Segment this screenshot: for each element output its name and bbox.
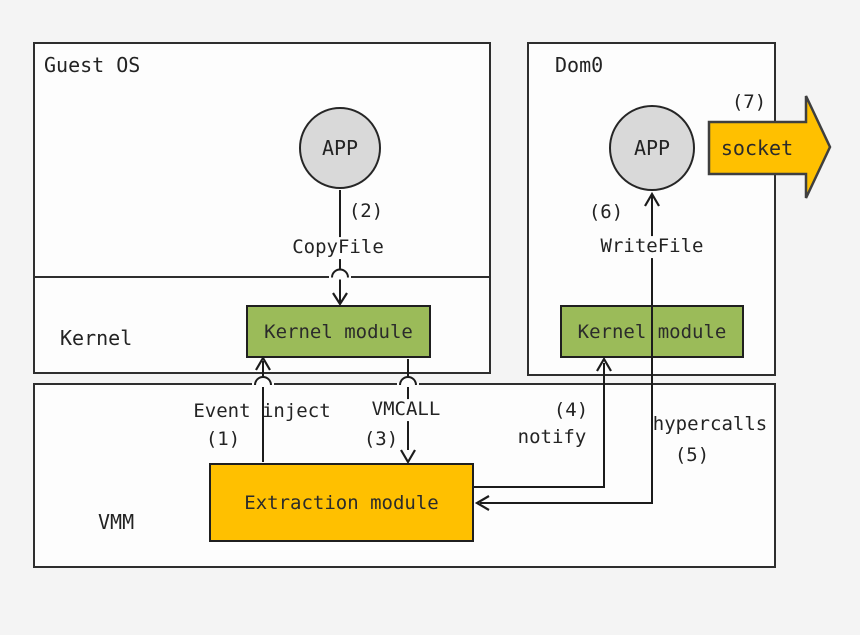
dom0-app-circle: APP bbox=[609, 105, 695, 191]
flow-5-number: (5) bbox=[674, 444, 710, 467]
guest-kernel-separator bbox=[33, 276, 491, 278]
socket-label: socket bbox=[720, 136, 794, 160]
flow-1-number: (1) bbox=[205, 428, 241, 451]
flow-3-number: (3) bbox=[363, 428, 399, 451]
flow-6-label: WriteFile bbox=[597, 235, 707, 258]
flow-7-number: (7) bbox=[731, 91, 767, 114]
dom0-kernel-module-label: Kernel module bbox=[577, 320, 727, 343]
kernel-section-label: Kernel bbox=[60, 326, 133, 350]
flow-5-label: hypercalls bbox=[652, 413, 768, 436]
extraction-module-label: Extraction module bbox=[244, 491, 439, 514]
dom0-kernel-module: Kernel module bbox=[560, 305, 744, 358]
guest-kernel-module-label: Kernel module bbox=[264, 320, 413, 343]
dom0-title: Dom0 bbox=[555, 53, 604, 77]
flow-1-label: Event inject bbox=[193, 400, 331, 423]
flow-2-label: CopyFile bbox=[289, 236, 387, 259]
dom0-app-label: APP bbox=[633, 136, 671, 160]
flow-3-label: VMCALL bbox=[368, 398, 444, 421]
flow-4-number: (4) bbox=[553, 399, 589, 422]
guest-app-label: APP bbox=[321, 136, 359, 160]
guest-os-title: Guest OS bbox=[44, 53, 141, 77]
flow-4-label: notify bbox=[517, 426, 587, 449]
guest-app-circle: APP bbox=[299, 107, 381, 189]
flow-6-number: (6) bbox=[588, 201, 624, 224]
extraction-module: Extraction module bbox=[209, 463, 474, 542]
guest-kernel-module: Kernel module bbox=[246, 305, 431, 358]
flow-2-number: (2) bbox=[348, 200, 384, 223]
vmm-title: VMM bbox=[98, 510, 135, 534]
